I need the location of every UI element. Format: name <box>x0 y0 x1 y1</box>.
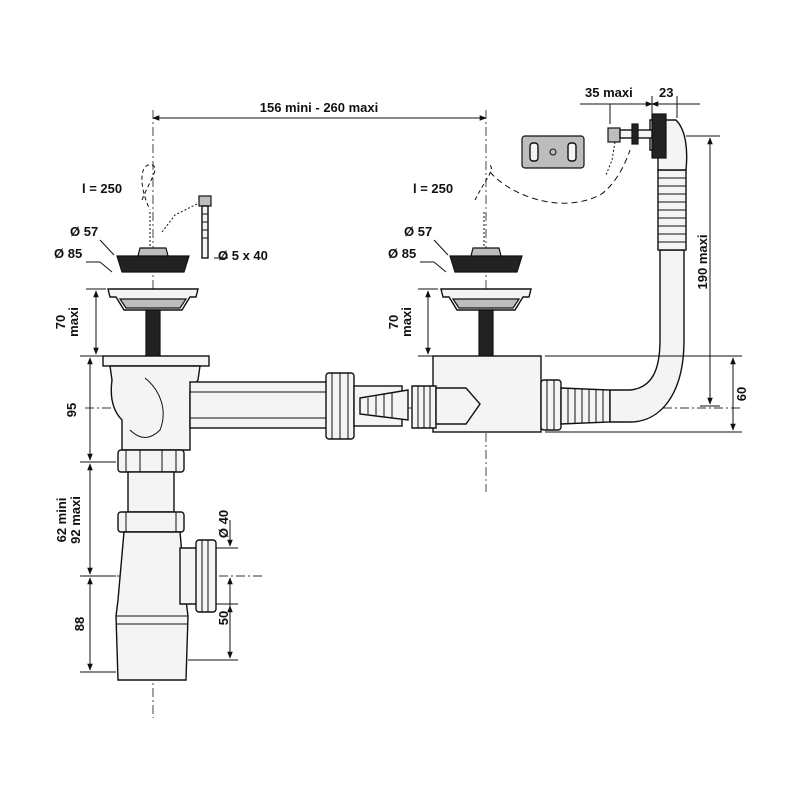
overflow-plate <box>521 123 653 176</box>
overflow-plate-label: 23 <box>659 85 673 100</box>
overflow-depth-label: 35 maxi <box>585 85 633 100</box>
right-plug-assembly: l = 250 Ø 57 Ø 85 <box>388 149 631 273</box>
chain-left-label: l = 250 <box>82 181 122 196</box>
depth-right-70: 70 <box>386 315 401 329</box>
depth-left-maxi: maxi <box>66 307 81 337</box>
plug-left-d85: Ø 85 <box>54 246 82 261</box>
left-strainer: 70 maxi <box>53 288 199 357</box>
right-waste-box <box>411 355 562 433</box>
overflow-height-label: 190 maxi <box>695 235 710 290</box>
connector-height-label: 60 <box>734 387 749 401</box>
overflow-hose <box>560 113 688 425</box>
trap-50-label: 50 <box>216 611 231 625</box>
outlet-d40-label: Ø 40 <box>216 510 231 538</box>
left-plug-assembly: l = 250 Ø 57 Ø 85 <box>54 164 206 273</box>
plug-right-d85: Ø 85 <box>388 246 416 261</box>
depth-left-70: 70 <box>53 315 68 329</box>
left-waste-body <box>102 355 331 451</box>
plug-right-d57: Ø 57 <box>404 224 432 239</box>
screw: Ø 5 x 40 <box>198 195 268 263</box>
plug-left-d57: Ø 57 <box>70 224 98 239</box>
trap-92-label: 92 maxi <box>68 496 83 544</box>
trap-dimensions: 95 62 mini 92 maxi 88 Ø 40 50 <box>54 355 238 673</box>
trap-88-label: 88 <box>72 617 87 631</box>
trap-62-label: 62 mini <box>54 498 69 543</box>
bottle-trap <box>115 449 217 681</box>
chain-right-label: l = 250 <box>413 181 453 196</box>
overflow-dimensions: 35 maxi 23 190 maxi 60 <box>545 85 749 433</box>
pipe-nut <box>325 372 409 440</box>
span-label: 156 mini - 260 maxi <box>260 100 379 115</box>
right-strainer: 70 maxi <box>386 288 532 357</box>
screw-label: Ø 5 x 40 <box>218 248 268 263</box>
depth-right-maxi: maxi <box>399 307 414 337</box>
span-dimension: 156 mini - 260 maxi <box>152 100 487 121</box>
trap-95-label: 95 <box>64 403 79 417</box>
